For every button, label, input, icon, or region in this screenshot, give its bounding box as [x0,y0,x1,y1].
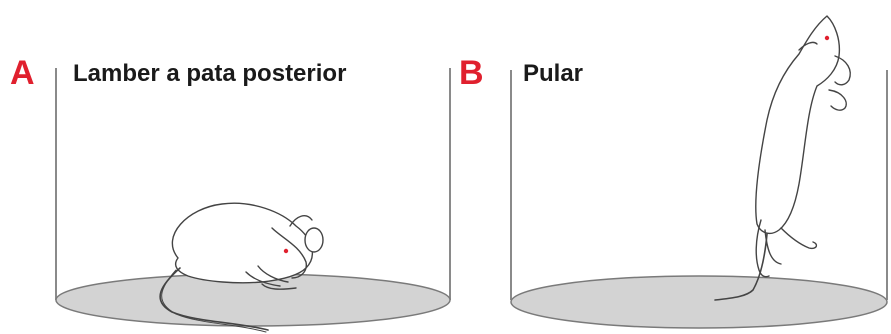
rat-eye-icon [825,36,829,40]
panel-letter-b: B [459,55,484,91]
rat-jumping-icon [715,16,850,300]
cylinder-floor [511,276,887,328]
cylinder-a [0,0,455,334]
panel-title-a: Lamber a pata posterior [73,60,346,88]
cylinder-b [455,0,891,334]
panel-letter-a: A [10,55,35,91]
rat-eye-icon [284,249,288,253]
panel-a: A Lamber a pata posterior [0,0,455,334]
panel-b: B Pular [455,0,891,334]
panel-title-b: Pular [523,60,583,88]
